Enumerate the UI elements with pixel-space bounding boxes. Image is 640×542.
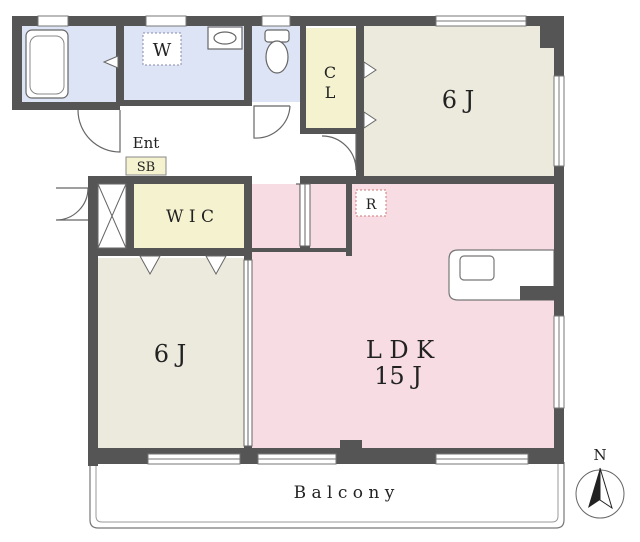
wash-basin bbox=[207, 26, 243, 50]
refrigerator-spot bbox=[355, 189, 387, 217]
shoe-box bbox=[125, 156, 167, 176]
refrigerator-label: R bbox=[366, 197, 377, 213]
bedroom-ne-label: 6 J bbox=[442, 86, 475, 114]
ldk-label: L D K bbox=[366, 336, 435, 364]
bathtub-inner bbox=[29, 35, 65, 95]
ldk-size-label: 15 J bbox=[374, 362, 422, 390]
wic-label: W I C bbox=[166, 207, 214, 227]
entrance-storage-cross-b bbox=[97, 183, 127, 249]
bedroom-ne bbox=[364, 24, 554, 176]
toilet-bowl bbox=[265, 40, 289, 74]
closet-cl bbox=[306, 28, 356, 128]
kitchen-sink bbox=[459, 255, 495, 281]
bedroom-w-label: 6 J bbox=[154, 340, 187, 368]
cl-label-top: C bbox=[324, 63, 336, 82]
balcony-inner bbox=[95, 462, 559, 523]
balcony-label: B a l c o n y bbox=[294, 483, 395, 503]
balcony bbox=[89, 462, 565, 529]
entrance-label: Ent bbox=[133, 134, 160, 152]
w-label: W bbox=[153, 40, 172, 61]
north-arrow-icon: N bbox=[575, 446, 625, 519]
cl-label-bottom: L bbox=[325, 83, 336, 102]
bathtub bbox=[25, 29, 69, 99]
sliding-door-marks bbox=[102, 55, 377, 447]
walk-in-closet bbox=[134, 184, 244, 248]
window-inner-lines bbox=[148, 20, 560, 460]
wash-basin-bowl bbox=[213, 31, 237, 45]
compass-label: N bbox=[593, 446, 606, 464]
shoe-box-label: SB bbox=[137, 160, 155, 175]
toilet-tank bbox=[264, 29, 290, 43]
washing-machine-spot bbox=[142, 32, 182, 66]
bedroom-w bbox=[98, 258, 244, 448]
